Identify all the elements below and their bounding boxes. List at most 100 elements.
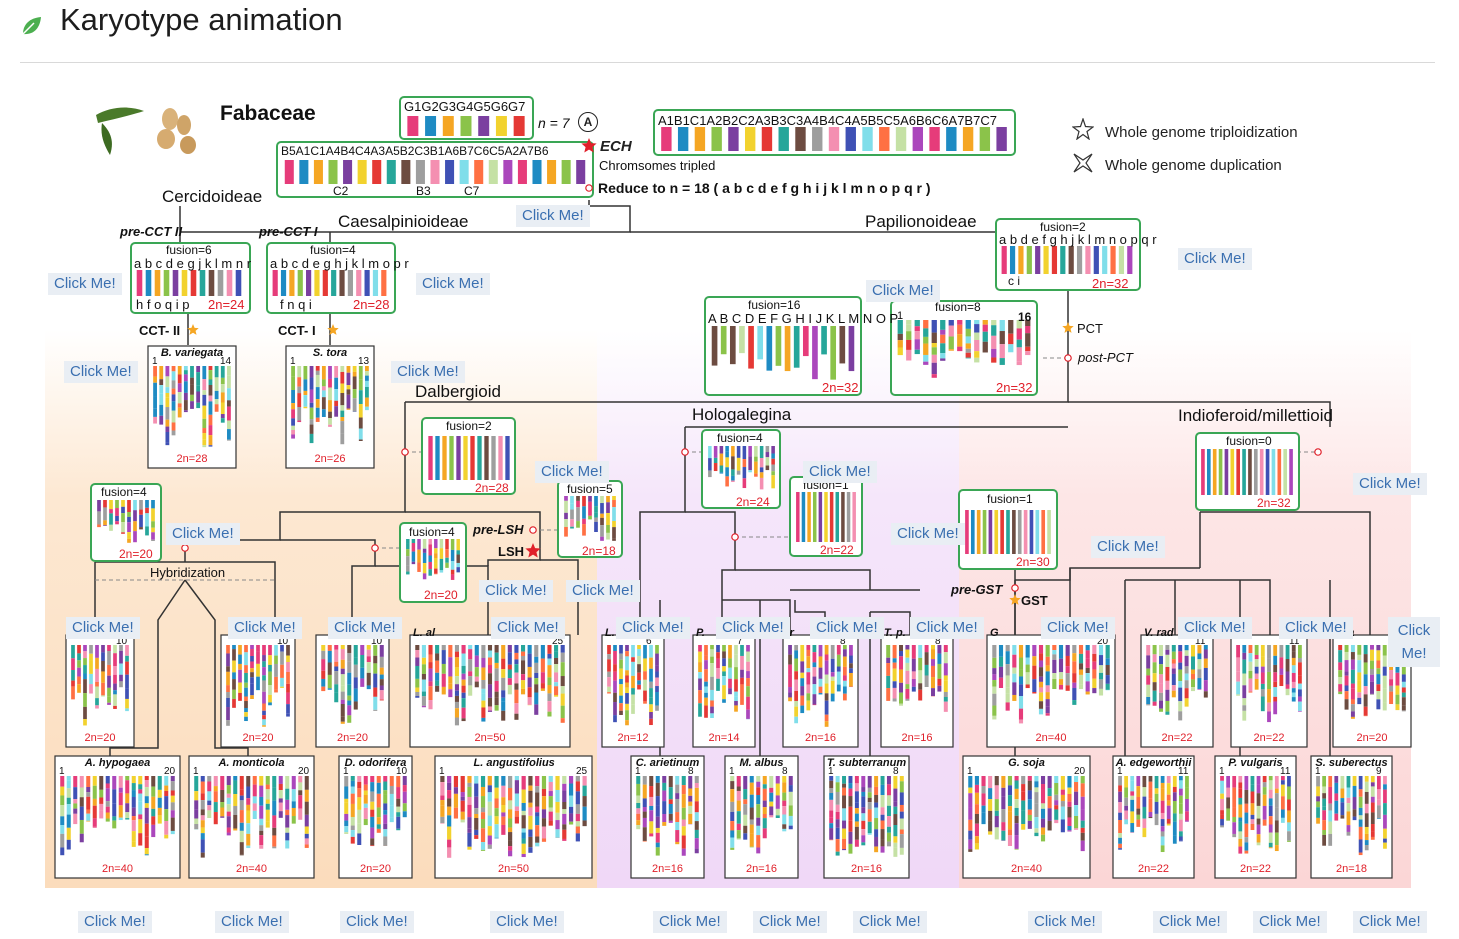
tripled-label: Chromsomes tripled [599, 158, 716, 173]
ind0-box [1195, 432, 1300, 511]
click-me-button-29[interactable]: Click Me! [340, 911, 414, 933]
click-me-button-4[interactable]: Click Me! [1178, 248, 1252, 270]
papi-bottom: c i [1008, 274, 1020, 288]
f8-count: 2n=32 [996, 380, 1033, 395]
row1-name-9: V. rad [1144, 627, 1174, 639]
gst-label: GST [1021, 593, 1048, 608]
click-me-button-15[interactable]: Click Me! [566, 580, 640, 602]
papi-top: a b d e f g h j k l m n o p q r [999, 232, 1157, 247]
row1-box-6 [782, 634, 859, 748]
click-me-button-16[interactable]: Click Me! [66, 617, 140, 639]
row1-count-7: 2n=16 [901, 732, 933, 744]
click-me-button-30[interactable]: Click Me! [490, 911, 564, 933]
species-left-l_angustifolius: 1 [439, 766, 445, 777]
caes-bottom: f n q i [280, 297, 312, 312]
click-me-button-20[interactable]: Click Me! [616, 617, 690, 639]
event-markers [181, 138, 1322, 605]
click-me-button-24[interactable]: Click Me! [1041, 617, 1115, 639]
row1-box-10 [1230, 634, 1308, 748]
species-name-s_tora: S. tora [312, 347, 348, 359]
node-dot-hyb [181, 544, 189, 552]
cerc-bottom: h f o q i p [136, 297, 190, 312]
click-me-button-34[interactable]: Click Me! [1028, 911, 1102, 933]
species-box-c_arietinum [630, 755, 705, 879]
species-left-s_suberectus: 1 [1315, 766, 1321, 777]
row1-count-5: 2n=14 [708, 732, 740, 744]
click-me-button-17[interactable]: Click Me! [228, 617, 302, 639]
click-me-button-12[interactable]: Click Me! [1091, 536, 1165, 558]
click-me-button-6[interactable]: Click Me! [64, 361, 138, 383]
karyotype-boxes [54, 96, 1412, 879]
click-me-button-10[interactable]: Click Me! [166, 523, 240, 545]
papi-fusion: fusion=2 [1040, 220, 1086, 234]
click-me-button-19[interactable]: Click Me! [491, 617, 565, 639]
dal4b-box [399, 522, 467, 603]
hologalegina-label: Hologalegina [692, 405, 792, 424]
click-me-button-25[interactable]: Click Me! [1178, 617, 1252, 639]
node-dot-ind [1314, 448, 1322, 456]
ind1-count: 2n=30 [1016, 555, 1050, 569]
species-count-b_variegata: 2n=28 [176, 453, 208, 465]
dal4a-fusion: fusion=4 [101, 485, 147, 499]
click-me-button-32[interactable]: Click Me! [753, 911, 827, 933]
click-me-button-8[interactable]: Click Me! [535, 461, 609, 483]
row1-right-7: 8 [935, 636, 941, 647]
species-name-d_odorifera: D. odorifera [344, 757, 407, 769]
node-dot-gst [1011, 584, 1019, 592]
dal-count: 2n=28 [475, 481, 509, 495]
click-me-button-35[interactable]: Click Me! [1153, 911, 1227, 933]
click-me-button-26[interactable]: Click Me! [1279, 617, 1353, 639]
row1-box-5 [692, 634, 756, 748]
dal5-count: 2n=18 [582, 544, 616, 558]
species-left-s_tora: 1 [290, 356, 296, 367]
click-me-button-33[interactable]: Click Me! [853, 911, 927, 933]
indigoferoid-label: Indioferoid/millettioid [1178, 406, 1333, 425]
pre-lsh-label: pre-LSH [473, 522, 524, 537]
click-me-button-2[interactable]: Click Me! [48, 273, 122, 295]
click-me-button-36[interactable]: Click Me! [1253, 911, 1327, 933]
click-me-button-22[interactable]: Click Me! [810, 617, 884, 639]
species-box-b_variegata [147, 345, 237, 469]
species-right-b_variegata: 14 [220, 356, 232, 367]
click-me-button-11[interactable]: Click Me! [891, 523, 965, 545]
row1-name-3: L. al [413, 627, 436, 639]
species-name-a_hypogaea: A. hypogaea [84, 757, 151, 769]
legend-duplication: Whole genome duplication [1105, 157, 1282, 174]
species-name-t_subterranum: T. subterranum [826, 757, 907, 769]
click-me-button-13[interactable]: Click Me! [1353, 473, 1427, 495]
caes-fusion: fusion=4 [310, 243, 356, 257]
click-me-button-1[interactable]: Click Me! [516, 205, 590, 227]
f8-left: 1 [897, 310, 904, 322]
row1-count-1: 2n=20 [242, 732, 274, 744]
species-left-d_odorifera: 1 [343, 766, 349, 777]
cerc-fusion: fusion=6 [166, 243, 212, 257]
dal5-fusion: fusion=5 [567, 482, 613, 496]
click-me-line-1: Click [1397, 622, 1431, 639]
row1-right-10: 11 [1289, 636, 1300, 647]
click-me-button-27[interactable]: Click Me! [78, 911, 152, 933]
species-count-l_angustifolius: 2n=50 [498, 863, 529, 875]
click-me-button-3[interactable]: Click Me! [416, 273, 490, 295]
click-me-button-23[interactable]: Click Me! [910, 617, 984, 639]
click-me-button-7[interactable]: Click Me! [391, 361, 465, 383]
click-me-button-14[interactable]: Click Me! [479, 580, 553, 602]
species-box-s_suberectus [1310, 755, 1393, 879]
species-box-a_edgeworthii [1112, 755, 1195, 879]
page-header: Karyotype animation [20, 0, 1435, 63]
click-me-button-37[interactable]: Click Me! [1353, 911, 1427, 933]
click-me-button-9[interactable]: Click Me! [803, 461, 877, 483]
dal-box [421, 417, 516, 495]
caesalpinioideae-label: Caesalpinioideae [338, 212, 469, 231]
click-me-button-21[interactable]: Click Me! [716, 617, 790, 639]
reduce-label: Reduce to n = 18 ( a b c d e f g h i j k… [598, 180, 931, 196]
dal5-box [557, 480, 623, 558]
click-me-button-31[interactable]: Click Me! [653, 911, 727, 933]
click-me-button-5[interactable]: Click Me! [866, 280, 940, 302]
click-me-button-28[interactable]: Click Me! [215, 911, 289, 933]
pre-gst-label: pre-GST [951, 582, 1003, 597]
click-me-button-18[interactable]: Click Me! [328, 617, 402, 639]
species-left-a_hypogaea: 1 [59, 766, 65, 777]
species-right-m_albus: 8 [782, 766, 788, 777]
row1-box-0 [65, 634, 135, 748]
